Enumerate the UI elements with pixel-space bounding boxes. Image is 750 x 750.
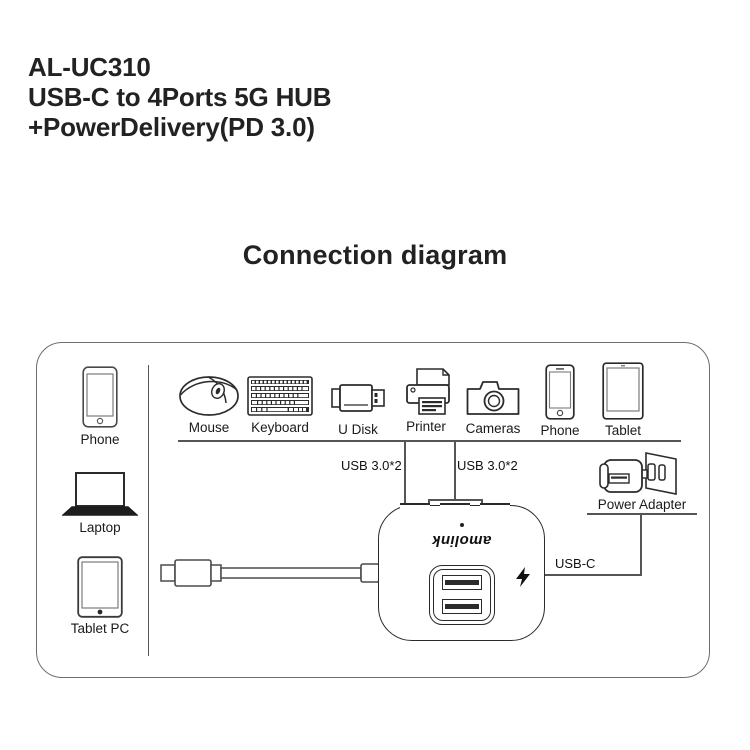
product-desc-line1: USB-C to 4Ports 5G HUB [28,82,332,112]
hub-usb-port-group [428,565,495,625]
usb-right-label: USB 3.0*2 [457,458,518,473]
usb-disk-icon [325,372,391,418]
device-laptop: Laptop [60,471,140,536]
device-label: Printer [406,419,446,434]
device-u-disk: U Disk [325,372,391,438]
top-bus-line [178,440,681,442]
hub-usb-port-1 [441,575,482,590]
device-printer: Printer [392,368,460,435]
usb-left-label: USB 3.0*2 [341,458,402,473]
usb-c-underline [553,574,603,576]
usb-hub-device: amolink [378,503,545,641]
tablet-pc-icon [58,556,142,618]
laptop-icon [60,471,140,517]
hub-led-indicator [459,523,464,527]
device-mouse: Mouse [175,372,243,436]
device-label: U Disk [338,422,378,437]
device-label: Power Adapter [597,497,687,512]
phone-icon [533,364,587,420]
usb-c-to-bolt-line [537,574,557,576]
usb-c-label: USB-C [555,556,596,571]
usb-c-cable [160,556,390,590]
product-header: AL-UC310 USB-C to 4Ports 5G HUB +PowerDe… [28,52,588,142]
device-label: Tablet PC [70,621,130,636]
diagram-title: Connection diagram [242,240,508,270]
mouse-icon [175,372,243,418]
product-desc-line2: +PowerDelivery(PD 3.0) [28,112,315,142]
device-tablet-pc: Tablet PC [58,556,142,637]
power-adapter-underline [587,513,697,515]
device-label: Laptop [79,520,121,535]
device-label: Cameras [465,421,521,436]
usb-bracket-top [428,499,482,501]
power-route-line [603,574,642,576]
connection-diagram-panel [36,342,710,678]
panel-divider [148,365,149,656]
tablet-icon [594,360,652,420]
device-label: Keyboard [251,420,309,435]
product-model: AL-UC310 [28,52,151,82]
device-label: Tablet [604,423,642,438]
device-tablet: Tablet [594,360,652,439]
power-adapter-icon [586,452,698,496]
printer-icon [392,368,460,418]
hub-top-notch-3 [480,503,510,510]
hub-top-notch-2 [440,503,470,510]
device-cameras: Cameras [460,372,526,437]
phone-icon [60,366,140,428]
device-label: Phone [540,423,580,438]
keyboard-icon [245,372,315,418]
device-label: Mouse [188,420,230,435]
hub-usb-port-2 [441,599,482,614]
device-label: Phone [80,432,120,447]
lightning-bolt-icon [515,567,531,587]
hub-top-notch-1 [400,503,430,510]
hub-brand-logo: amolink [431,532,492,549]
usb-left-drop-line [404,440,406,528]
hub-port-inner-outline [432,569,491,621]
device-phone-left: Phone [60,366,140,448]
power-adapter-drop-line [640,513,642,574]
camera-icon [460,372,526,418]
device-keyboard: Keyboard [245,372,315,436]
hub-shell [378,505,545,641]
usb-right-drop-line [454,440,456,500]
device-phone-top: Phone [533,364,587,439]
device-power-adapter: Power Adapter [586,452,698,513]
